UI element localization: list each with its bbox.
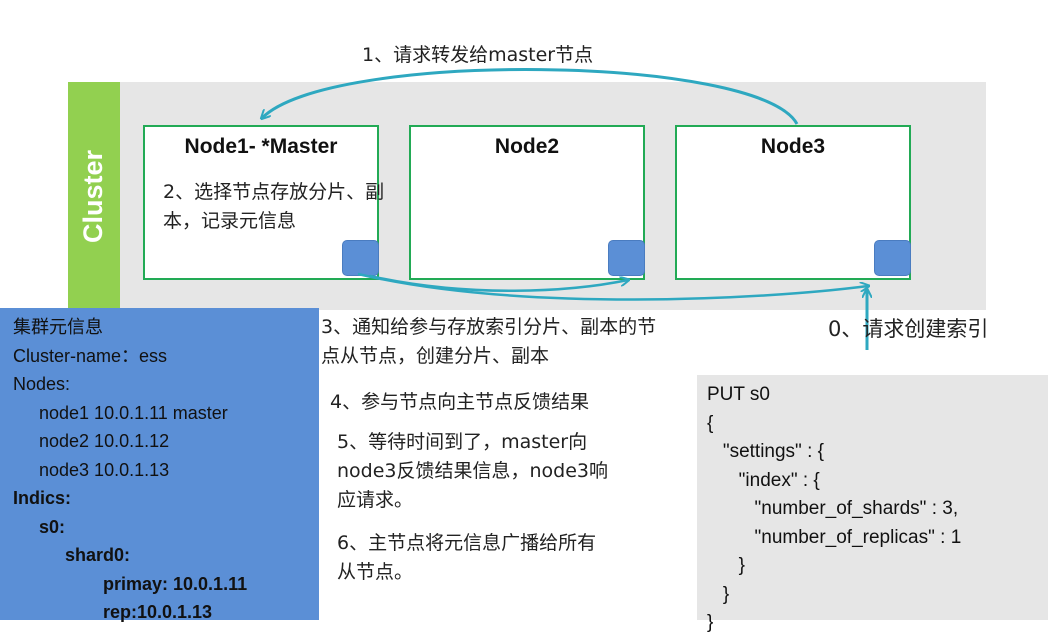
step-2-note: 2、选择节点存放分片、副 本，记录元信息 bbox=[163, 178, 384, 236]
step-5-note: 5、等待时间到了，master向 node3反馈结果信息，node3响 应请求。 bbox=[337, 428, 608, 515]
step-2-line-2: 本，记录元信息 bbox=[163, 210, 297, 232]
metadata-line: Cluster-name：ess bbox=[13, 345, 168, 366]
step-1-label: 1、请求转发给master节点 bbox=[362, 44, 594, 66]
step-6-line-2: 从节点。 bbox=[337, 561, 414, 583]
step-5-line-2: node3反馈结果信息，node3响 bbox=[337, 460, 609, 482]
code-line: { bbox=[707, 412, 714, 434]
metadata-line: node3 10.0.1.13 bbox=[39, 459, 170, 480]
metadata-line: shard0: bbox=[65, 545, 131, 565]
step-3-note: 3、通知给参与存放索引分片、副本的节 点从节点，创建分片、副本 bbox=[321, 313, 656, 371]
shard-block bbox=[342, 240, 379, 276]
metadata-line: primay: 10.0.1.11 bbox=[103, 573, 248, 594]
step-5-line-3: 应请求。 bbox=[337, 489, 414, 511]
code-line: "settings" : { bbox=[707, 441, 824, 462]
code-line: PUT s0 bbox=[707, 384, 771, 405]
arrow-forward-to-master bbox=[262, 68, 799, 125]
shard-block bbox=[874, 240, 911, 276]
step-3-line-1: 3、通知给参与存放索引分片、副本的节 bbox=[321, 316, 657, 338]
node-title: Node2 bbox=[494, 135, 560, 158]
node-2: Node2 bbox=[409, 125, 645, 280]
metadata-line: node1 10.0.1.11 master bbox=[39, 402, 228, 423]
code-line: "number_of_shards" : 3, bbox=[707, 498, 959, 519]
node-3: Node3 bbox=[675, 125, 911, 280]
arrow-layer bbox=[0, 68, 1048, 350]
step-4-note: 4、参与节点向主节点反馈结果 bbox=[330, 391, 590, 413]
metadata-line: Indics: bbox=[13, 488, 72, 508]
put-index-code-box: PUT s0 { "settings" : { "index" : { "numb… bbox=[697, 375, 1048, 633]
code-line: } bbox=[707, 583, 730, 605]
step-3-line-2: 点从节点，创建分片、副本 bbox=[321, 345, 550, 367]
metadata-line: 集群元信息 bbox=[13, 317, 103, 337]
metadata-line: node2 10.0.1.12 bbox=[39, 431, 170, 451]
arrow-master-to-node2 bbox=[369, 274, 628, 292]
metadata-line: s0: bbox=[39, 516, 66, 537]
code-line: "index" : { bbox=[707, 469, 820, 491]
step-0-label: 0、请求创建索引 bbox=[828, 317, 989, 341]
code-line: } bbox=[707, 612, 714, 633]
step-6-note: 6、主节点将元信息广播给所有 从节点。 bbox=[337, 529, 596, 587]
node-title: Node3 bbox=[760, 135, 826, 158]
metadata-line: rep:10.0.1.13 bbox=[103, 602, 213, 622]
step-5-line-1: 5、等待时间到了，master向 bbox=[337, 431, 588, 453]
code-line: "number_of_replicas" : 1 bbox=[707, 526, 962, 548]
shard-block bbox=[608, 240, 645, 276]
code-line: } bbox=[707, 555, 746, 576]
node-title: Node1- *Master bbox=[184, 135, 338, 158]
step-6-line-1: 6、主节点将元信息广播给所有 bbox=[337, 532, 597, 554]
step-2-line-1: 2、选择节点存放分片、副 bbox=[163, 181, 385, 203]
node-1-master: Node1- *Master bbox=[143, 125, 379, 280]
metadata-line: Nodes: bbox=[13, 374, 71, 394]
cluster-label-bar bbox=[68, 82, 120, 310]
